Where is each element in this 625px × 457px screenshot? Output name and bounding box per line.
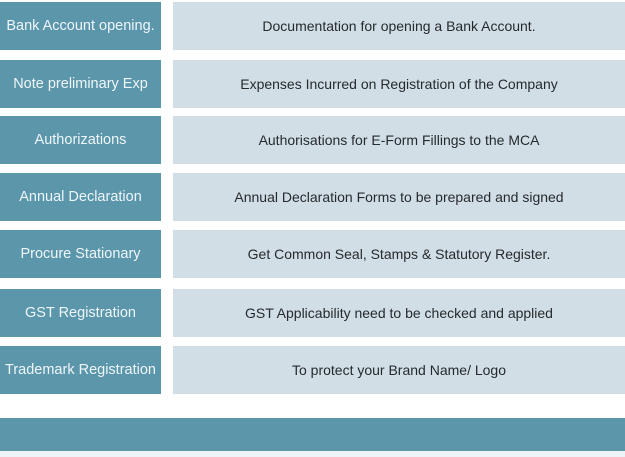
row-procure-stationary: Procure Stationary Get Common Seal, Stam…	[0, 230, 625, 278]
row-label: Note preliminary Exp	[0, 60, 161, 108]
footer-strip	[0, 451, 625, 457]
row-label: Annual Declaration	[0, 173, 161, 221]
row-description: Get Common Seal, Stamps & Statutory Regi…	[173, 230, 625, 278]
row-label: Authorizations	[0, 116, 161, 164]
row-description: Annual Declaration Forms to be prepared …	[173, 173, 625, 221]
row-description: To protect your Brand Name/ Logo	[173, 346, 625, 394]
row-authorizations: Authorizations Authorisations for E-Form…	[0, 116, 625, 164]
row-preliminary-exp: Note preliminary Exp Expenses Incurred o…	[0, 60, 625, 108]
row-label: Procure Stationary	[0, 230, 161, 278]
row-description: Documentation for opening a Bank Account…	[173, 2, 625, 50]
row-description: GST Applicability need to be checked and…	[173, 289, 625, 337]
row-annual-declaration: Annual Declaration Annual Declaration Fo…	[0, 173, 625, 221]
row-label: Bank Account opening.	[0, 2, 161, 50]
footer-bar	[0, 418, 625, 451]
row-trademark-registration: Trademark Registration To protect your B…	[0, 346, 625, 394]
row-description: Authorisations for E-Form Fillings to th…	[173, 116, 625, 164]
row-label: GST Registration	[0, 289, 161, 337]
row-label: Trademark Registration	[0, 346, 161, 394]
row-bank-account: Bank Account opening. Documentation for …	[0, 2, 625, 50]
row-description: Expenses Incurred on Registration of the…	[173, 60, 625, 108]
row-gst-registration: GST Registration GST Applicability need …	[0, 289, 625, 337]
